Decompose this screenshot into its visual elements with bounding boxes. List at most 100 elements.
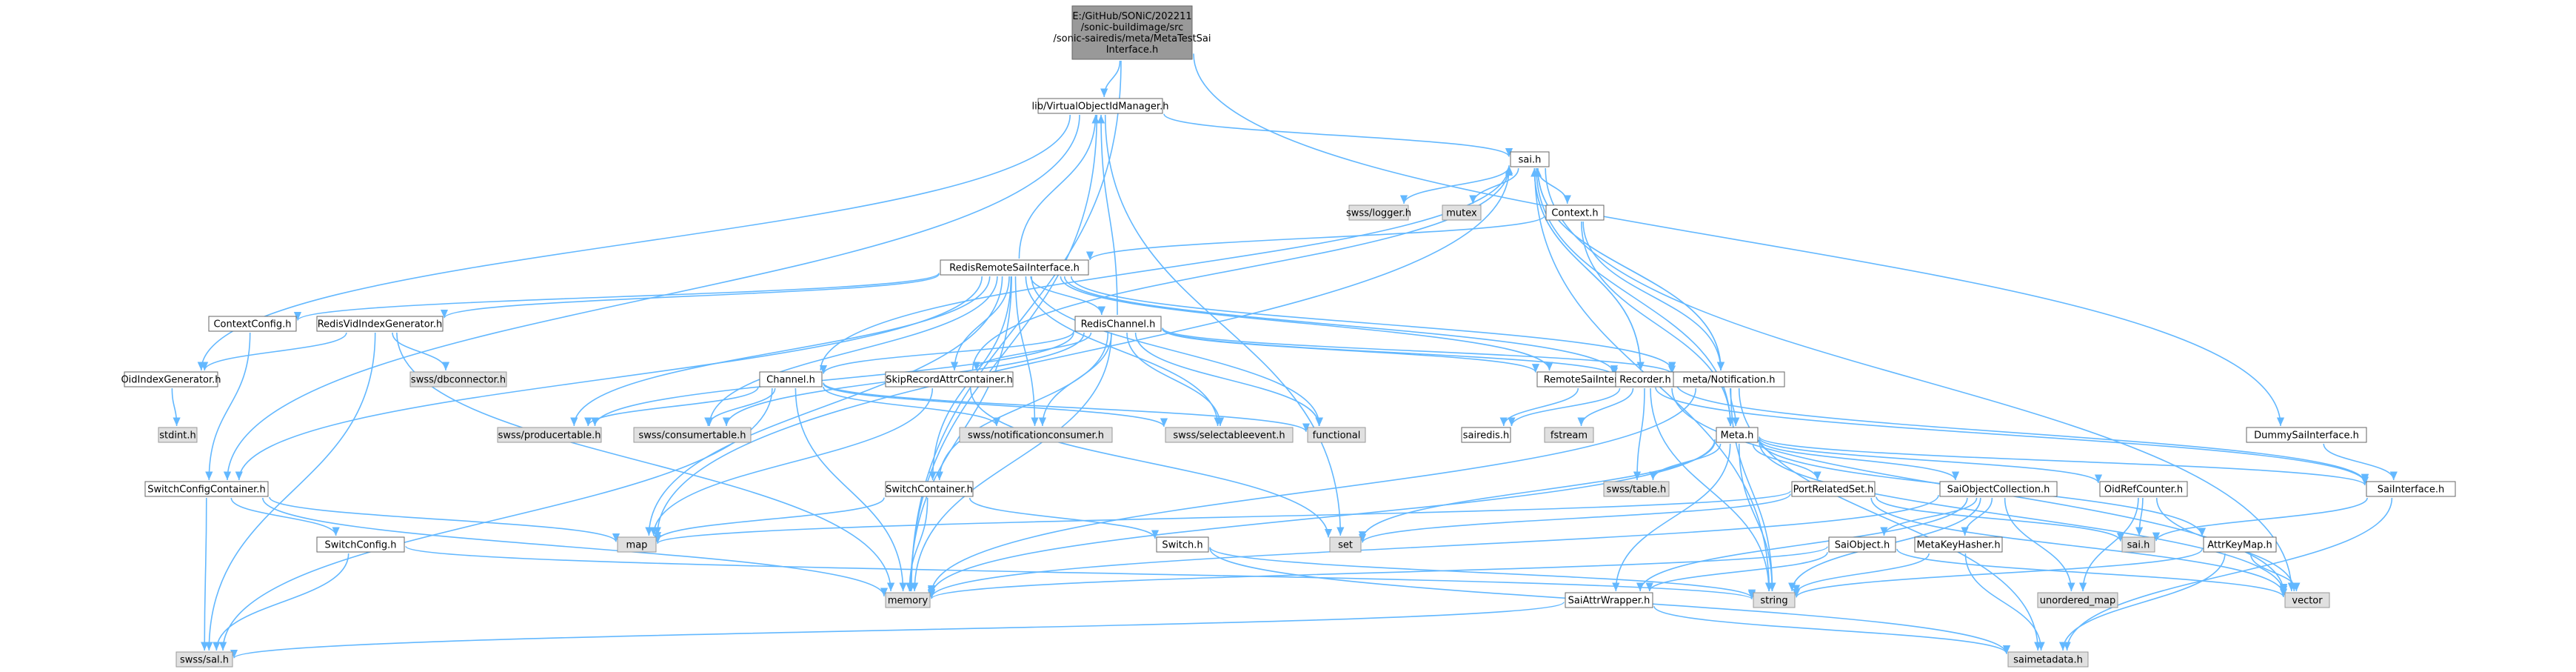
node-switchcfgc[interactable]: SwitchConfigContainer.h [144, 481, 269, 497]
node-selev: swss/selectableevent.h [1165, 427, 1294, 443]
edge-saiobject-to-memory [928, 546, 1828, 599]
node-saiobjcol[interactable]: SaiObjectCollection.h [1939, 481, 2058, 497]
edge-saiinterface-to-sai_h [2152, 497, 2368, 542]
node-portrel[interactable]: PortRelatedSet.h [1791, 481, 1876, 497]
node-vidm[interactable]: lib/VirtualObjectIdManager.h [1032, 98, 1169, 114]
edge-rrsi-to-switchcfgc [235, 276, 983, 481]
edge-portrel-to-map [654, 490, 1791, 545]
node-sairedis[interactable]: sairedis.h [1461, 427, 1511, 443]
edge-metanotif-to-memory [927, 387, 1697, 594]
node-label: SkipRecordAttrContainer.h [886, 375, 1012, 386]
node-saimeta: saimetadata.h [2007, 651, 2089, 668]
node-box [1544, 427, 1594, 443]
node-ctxcfg[interactable]: ContextConfig.h [208, 316, 297, 332]
edge-metanotif-to-saimeta [1738, 387, 2042, 651]
node-label: functional [1313, 430, 1361, 442]
node-label: AttrKeyMap.h [2207, 540, 2272, 551]
node-saiattrw[interactable]: SaiAttrWrapper.h [1565, 592, 1653, 608]
node-box [1165, 427, 1294, 443]
node-dbconn: swss/dbconnector.h [409, 371, 507, 387]
node-label: ContextConfig.h [213, 319, 291, 330]
node-box [175, 651, 233, 668]
node-label: RedisChannel.h [1081, 319, 1156, 330]
node-attrkeymap[interactable]: AttrKeyMap.h [2203, 536, 2277, 553]
node-label: RedisRemoteSaiInterface.h [949, 263, 1080, 274]
edge-rchannel-to-skiprec [972, 332, 1092, 371]
edge-rvig-to-oig [201, 332, 347, 371]
edge-saih-to-map [653, 167, 1510, 536]
node-switchcfg[interactable]: SwitchConfig.h [316, 536, 405, 553]
node-root[interactable]: E:/GitHub/SONiC/202211/sonic-buildimage/… [1053, 5, 1211, 60]
edge-rrsi-to-functional [1031, 276, 1323, 427]
edge-vidm-to-oig [197, 114, 1071, 371]
node-box [158, 427, 198, 443]
edge-meta-to-saiattrw [1612, 443, 1731, 592]
node-box [1307, 427, 1366, 443]
node-metanotif[interactable]: meta/Notification.h [1673, 371, 1785, 387]
edge-rrsi-to-ctxcfg [294, 272, 940, 322]
edge-saiobjcol-to-umap [2004, 497, 2075, 592]
node-box [2246, 427, 2367, 443]
node-label: Meta.h [1721, 430, 1754, 442]
node-label: swss/table.h [1607, 485, 1667, 496]
node-label: swss/consumertable.h [639, 430, 746, 442]
node-label: swss/selectableevent.h [1173, 430, 1285, 442]
node-box [1939, 481, 2058, 497]
edge-rrsi-to-constbl [706, 276, 998, 427]
node-box [2007, 651, 2089, 668]
edge-channel-to-selev [823, 383, 1168, 428]
node-dummysai[interactable]: DummySaiInterface.h [2246, 427, 2367, 443]
node-box [1329, 536, 1362, 553]
edge-channel-to-constbl [704, 387, 776, 427]
node-channel[interactable]: Channel.h [759, 371, 823, 387]
edge-switchcfgc-to-memory [262, 497, 888, 597]
node-label: lib/VirtualObjectIdManager.h [1032, 102, 1169, 113]
node-rvig[interactable]: RedisVidIndexGenerator.h [316, 316, 444, 332]
node-label: MetaKeyHasher.h [1916, 540, 2000, 551]
edge-rchannel-to-memory [910, 332, 1112, 592]
node-saih[interactable]: sai.h [1510, 151, 1550, 167]
node-label: sai.h [1519, 155, 1542, 166]
edge-switchcont-to-switchh [968, 497, 1160, 539]
node-label: SaiObjectCollection.h [1947, 485, 2050, 496]
edge-attrkeymap-to-string [1793, 548, 2203, 598]
node-meta[interactable]: Meta.h [1716, 427, 1759, 443]
node-label: unordered_map [2040, 596, 2116, 607]
node-box [959, 427, 1113, 443]
node-box [1442, 204, 1482, 221]
node-label: saimetadata.h [2013, 655, 2083, 666]
edge-root-to-dummysai [1193, 53, 2285, 427]
edge-rrsi-to-vidm [1018, 114, 1100, 259]
edge-rrsi-to-notifcons [1014, 276, 1039, 427]
node-box [497, 427, 602, 443]
node-recorder[interactable]: Recorder.h [1615, 371, 1676, 387]
node-box [759, 371, 823, 387]
node-label: SwitchConfigContainer.h [147, 485, 265, 496]
node-oidref[interactable]: OidRefCounter.h [2099, 481, 2188, 497]
node-label: OidRefCounter.h [2104, 485, 2183, 496]
edge-rchannel-to-functional [1134, 332, 1323, 427]
node-box [1037, 98, 1163, 114]
node-oig[interactable]: OidIndexGenerator.h [121, 371, 221, 387]
edge-switchcfg-to-string [405, 545, 1756, 600]
edge-meta-to-swsstable [1649, 443, 1722, 481]
node-notifcons: swss/notificationconsumer.h [959, 427, 1113, 443]
node-rrsi[interactable]: RedisRemoteSaiInterface.h [940, 259, 1089, 276]
node-context[interactable]: Context.h [1545, 204, 1605, 221]
node-saiobject[interactable]: SaiObject.h [1828, 536, 1896, 553]
edge-metanotif-to-meta [1730, 387, 1740, 427]
node-rchannel[interactable]: RedisChannel.h [1074, 316, 1162, 332]
node-skiprec[interactable]: SkipRecordAttrContainer.h [885, 371, 1014, 387]
node-box [940, 259, 1089, 276]
node-switchh[interactable]: Switch.h [1156, 536, 1209, 553]
node-string: string [1753, 592, 1796, 608]
node-label: vector [2292, 596, 2323, 607]
node-switchcont[interactable]: SwitchContainer.h [885, 481, 974, 497]
file-nodes: E:/GitHub/SONiC/202211/sonic-buildimage/… [121, 5, 2456, 668]
node-mkhasher[interactable]: MetaKeyHasher.h [1914, 536, 2003, 553]
node-saiinterface[interactable]: SaiInterface.h [2366, 481, 2456, 497]
edge-vidm-to-memory [907, 114, 1098, 592]
edge-meta-to-oidref [1759, 437, 2102, 484]
edge-switchcont-to-map [654, 497, 885, 541]
